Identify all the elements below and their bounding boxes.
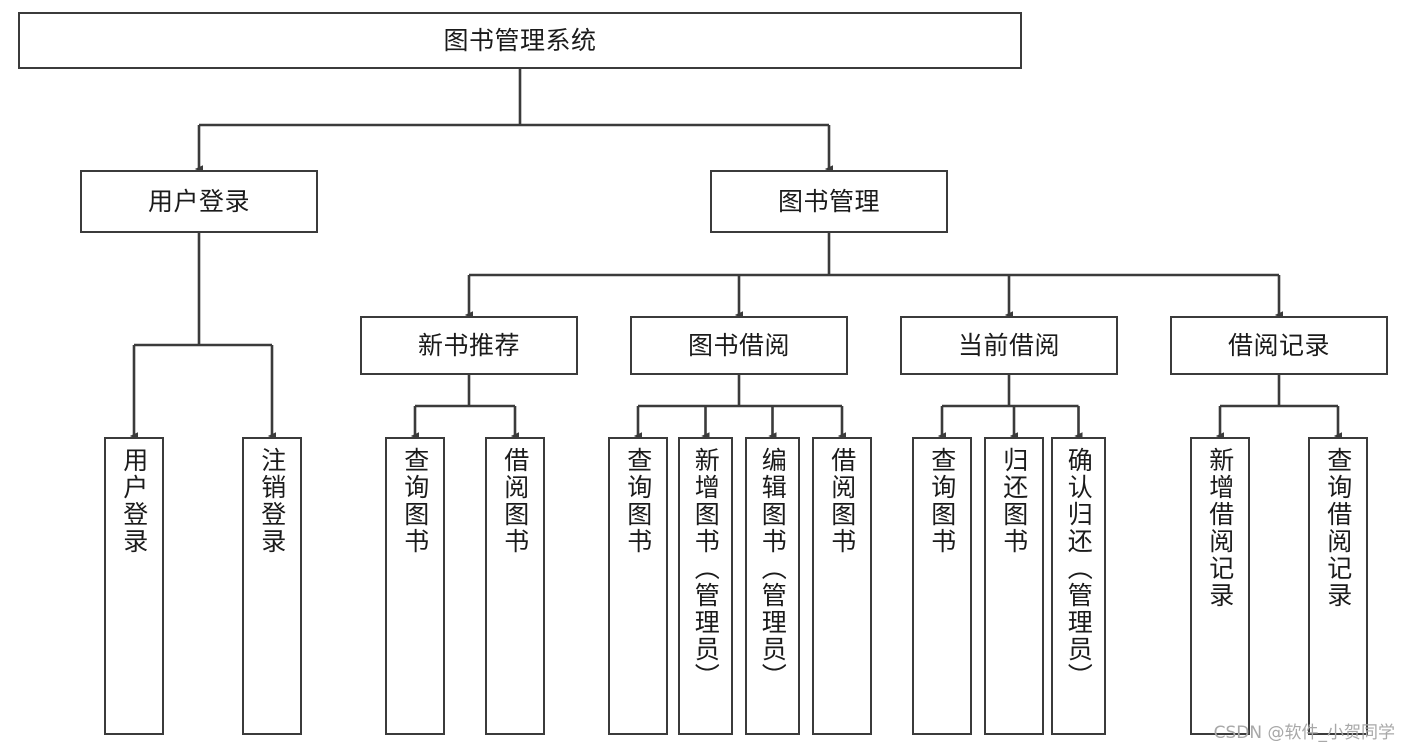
- node-label: 新增图书（管理员）: [691, 447, 721, 690]
- node-label: 图书借阅: [687, 331, 790, 360]
- node-l3-current-borrow[interactable]: 当前借阅: [900, 316, 1118, 375]
- node-l4-query-book-c[interactable]: 查询图书: [912, 437, 972, 735]
- node-label: 确认归还（管理员）: [1064, 447, 1094, 690]
- node-l4-query-book-b[interactable]: 查询图书: [608, 437, 668, 735]
- node-l3-borrow-record[interactable]: 借阅记录: [1170, 316, 1388, 375]
- node-l4-confirm-return[interactable]: 确认归还（管理员）: [1051, 437, 1106, 735]
- node-label: 图书管理: [777, 187, 880, 216]
- node-l4-add-record[interactable]: 新增借阅记录: [1190, 437, 1250, 735]
- node-label: 当前借阅: [957, 331, 1060, 360]
- node-label: 借阅图书: [827, 447, 857, 555]
- node-label: 新增借阅记录: [1205, 447, 1235, 609]
- node-l2-user-login[interactable]: 用户登录: [80, 170, 318, 233]
- node-l4-borrow-book-a[interactable]: 借阅图书: [485, 437, 545, 735]
- node-label: 用户登录: [147, 187, 250, 216]
- node-l4-edit-book[interactable]: 编辑图书（管理员）: [745, 437, 800, 735]
- node-l4-query-book-a[interactable]: 查询图书: [385, 437, 445, 735]
- node-label: 查询图书: [400, 447, 430, 555]
- node-label: 用户登录: [119, 447, 149, 555]
- node-l4-user-login[interactable]: 用户登录: [104, 437, 164, 735]
- node-label: 图书管理系统: [443, 26, 597, 55]
- node-label: 查询图书: [623, 447, 653, 555]
- node-l3-book-borrow[interactable]: 图书借阅: [630, 316, 848, 375]
- node-label: 借阅记录: [1227, 331, 1330, 360]
- node-l3-new-book-rec[interactable]: 新书推荐: [360, 316, 578, 375]
- csdn-watermark: CSDN @软件_小贺同学: [1213, 723, 1395, 743]
- node-l4-query-record[interactable]: 查询借阅记录: [1308, 437, 1368, 735]
- node-label: 新书推荐: [417, 331, 520, 360]
- node-label: 归还图书: [999, 447, 1029, 555]
- node-l4-logout[interactable]: 注销登录: [242, 437, 302, 735]
- node-label: 注销登录: [257, 447, 287, 555]
- node-l4-borrow-book-b[interactable]: 借阅图书: [812, 437, 872, 735]
- node-label: 借阅图书: [500, 447, 530, 555]
- node-l2-book-manage[interactable]: 图书管理: [710, 170, 948, 233]
- node-l4-return-book[interactable]: 归还图书: [984, 437, 1044, 735]
- node-label: 编辑图书（管理员）: [758, 447, 788, 690]
- node-root[interactable]: 图书管理系统: [18, 12, 1022, 69]
- node-label: 查询图书: [927, 447, 957, 555]
- node-label: 查询借阅记录: [1323, 447, 1353, 609]
- node-l4-add-book[interactable]: 新增图书（管理员）: [678, 437, 733, 735]
